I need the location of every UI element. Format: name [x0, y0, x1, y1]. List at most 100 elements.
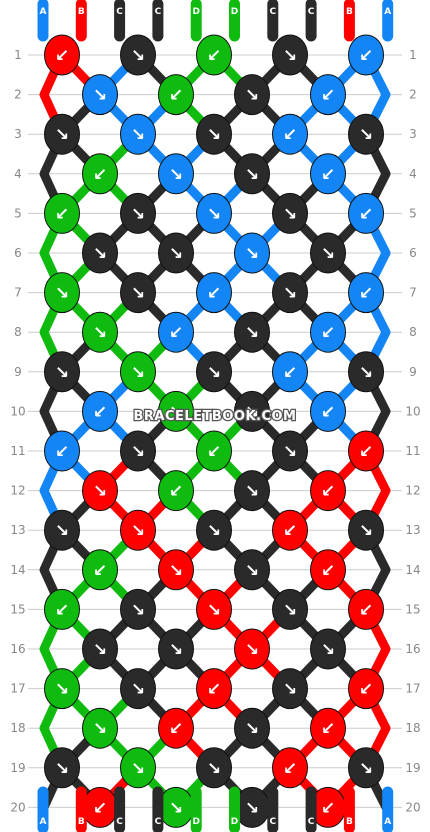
knot-direction-arrow: ↘ [207, 363, 221, 383]
knot-body [348, 351, 384, 393]
knot-body [348, 430, 384, 472]
row-number-right: 6 [409, 246, 417, 260]
knot-body [348, 747, 384, 789]
knot-body [348, 668, 384, 710]
knot: ↘ [234, 311, 270, 353]
knot: ↘ [120, 192, 156, 234]
row-number-left: 6 [14, 246, 22, 260]
knot-direction-arrow: ↘ [245, 561, 259, 581]
knot-body [234, 390, 270, 432]
knot-body [82, 153, 118, 195]
knot-direction-arrow: ↘ [359, 125, 373, 145]
knot-body [44, 588, 80, 630]
knot: ↙ [348, 192, 384, 234]
strand-label: B [346, 817, 353, 827]
row-number-left: 4 [14, 167, 22, 181]
knot: ↘ [120, 509, 156, 551]
knot-body [234, 470, 270, 512]
knot: ↘ [348, 747, 384, 789]
knot-direction-arrow: ↙ [359, 204, 373, 224]
knot-direction-arrow: ↙ [169, 719, 183, 739]
knot: ↘ [82, 311, 118, 353]
knot: ↘ [158, 390, 194, 432]
knot: ↙ [196, 430, 232, 472]
knot-body [272, 34, 308, 76]
knot: ↙ [348, 588, 384, 630]
knot: ↙ [82, 153, 118, 195]
knot-direction-arrow: ↘ [55, 125, 69, 145]
knot-body [272, 588, 308, 630]
knot-body [82, 470, 118, 512]
strand-label: C [116, 7, 123, 17]
knot-body [82, 74, 118, 116]
knot-direction-arrow: ↙ [321, 561, 335, 581]
row-number-right: 1 [409, 48, 417, 62]
knot: ↙ [44, 192, 80, 234]
strand-label: C [269, 817, 276, 827]
knot-grid: ↙↘↙↘↙↘↙↘↙↘↘↘↙↘↙↘↘↙↙↘↘↘↙↘↘↘↘↘↘↙↘↙↘↙↘↙↘↘↘↙… [44, 34, 384, 828]
knot-body [44, 272, 80, 314]
row-number-right: 2 [409, 88, 417, 102]
knot: ↙ [196, 34, 232, 76]
knot: ↙ [158, 707, 194, 749]
knot: ↙ [82, 786, 118, 828]
knot-body [272, 272, 308, 314]
strand-label: A [40, 7, 47, 17]
knot-body [310, 628, 346, 670]
knot-body [44, 192, 80, 234]
knot-direction-arrow: ↙ [207, 442, 221, 462]
knot-direction-arrow: ↙ [93, 561, 107, 581]
knot-direction-arrow: ↙ [55, 442, 69, 462]
knot-direction-arrow: ↙ [93, 798, 107, 818]
knot-body [310, 390, 346, 432]
strand-label: B [346, 7, 353, 17]
knot-direction-arrow: ↘ [93, 323, 107, 343]
knot: ↘ [44, 351, 80, 393]
knot-direction-arrow: ↘ [93, 482, 107, 502]
knot-direction-arrow: ↘ [283, 204, 297, 224]
row-number-left: 7 [14, 286, 22, 300]
knot-direction-arrow: ↘ [283, 600, 297, 620]
knot: ↘ [44, 668, 80, 710]
knot-body [82, 628, 118, 670]
knot-body [120, 747, 156, 789]
knot-direction-arrow: ↙ [359, 680, 373, 700]
knot: ↘ [348, 509, 384, 551]
knot-direction-arrow: ↙ [359, 600, 373, 620]
row-number-left: 18 [10, 721, 25, 735]
knot-direction-arrow: ↘ [131, 46, 145, 66]
knot: ↘ [272, 588, 308, 630]
knot: ↙ [310, 707, 346, 749]
knot: ↘ [158, 628, 194, 670]
knot-body [158, 549, 194, 591]
strand-label: C [308, 7, 315, 17]
knot-direction-arrow: ↘ [283, 284, 297, 304]
knot: ↙ [348, 668, 384, 710]
row-number-left: 2 [14, 88, 22, 102]
knot-body [310, 311, 346, 353]
row-number-left: 3 [14, 127, 22, 141]
knot-body [196, 668, 232, 710]
strand-label: C [269, 7, 276, 17]
knot: ↘ [234, 549, 270, 591]
knot: ↘ [272, 668, 308, 710]
knot-body [158, 232, 194, 274]
knot-body [310, 707, 346, 749]
knot-body [120, 509, 156, 551]
knot: ↘ [196, 113, 232, 155]
knot-direction-arrow: ↘ [245, 719, 259, 739]
knot-body [348, 509, 384, 551]
knot: ↘ [158, 786, 194, 828]
knot-direction-arrow: ↘ [245, 640, 259, 660]
knot: ↘ [234, 74, 270, 116]
row-number-left: 13 [10, 523, 25, 537]
knot-body [158, 390, 194, 432]
knot-body [196, 34, 232, 76]
knot-body [158, 628, 194, 670]
row-number-right: 15 [405, 602, 420, 616]
strand-label: D [192, 7, 199, 17]
knot-body [44, 351, 80, 393]
knot-body [348, 34, 384, 76]
knot: ↘ [234, 628, 270, 670]
knot-direction-arrow: ↘ [359, 759, 373, 779]
